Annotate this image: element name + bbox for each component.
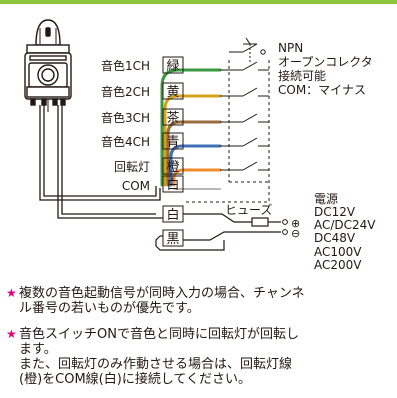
npn-title: NPN — [278, 41, 303, 55]
power-line-1: DC12V — [314, 205, 356, 219]
wire-label-brown: 茶 — [166, 110, 179, 126]
channel-label-3: 音色3CH — [101, 110, 150, 125]
star-icon: ★ — [6, 327, 17, 341]
channel-label-4: 音色4CH — [101, 134, 150, 149]
fuse-label: ヒューズ — [225, 202, 272, 217]
wire-boxes — [162, 56, 184, 247]
wire-label-green: 緑 — [166, 59, 179, 74]
wire-label-yellow: 黄 — [166, 85, 179, 100]
power-title: 電源 — [314, 192, 338, 206]
top-accent-bar — [0, 0, 397, 4]
note-line: 音色スイッチONで音色と同時に回転灯が回転し — [19, 327, 299, 342]
note-line: ます。 — [19, 342, 57, 357]
minus-symbol: ⊖ — [291, 227, 300, 240]
npn-connectable: 接続可能 — [278, 68, 326, 83]
npn-com-minus: COM：マイナス — [278, 83, 366, 97]
wire-label-black-power: 黒 — [166, 232, 179, 247]
note-line: ル番号の若いものが優先です。 — [19, 301, 200, 316]
wire-label-blue: 青 — [166, 135, 179, 150]
note-line: (橙)をCOM線(白)に接続してください。 — [19, 372, 252, 387]
notes: ★ 複数の音色起動信号が同時入力の場合、チャンネ ル番号の若いものが優先です。 … — [6, 286, 394, 398]
power-line-4: AC100V — [314, 245, 362, 259]
power-line-3: DC48V — [314, 231, 356, 245]
plus-symbol: ⊕ — [291, 217, 300, 230]
switch-box — [186, 37, 270, 203]
plus-terminal-icon — [282, 219, 288, 225]
signal-tower-light-icon — [24, 19, 72, 112]
com-label: COM — [122, 179, 150, 193]
note-line: また、回転灯のみ作動させる場合は、回転灯線 — [19, 357, 293, 372]
wire-orange — [172, 168, 222, 187]
power-line-2: AC/DC24V — [314, 218, 376, 232]
wiring-diagram: 緑 黄 茶 青 橙 白 白 黒 音色1CH 音色2CH 音色3CH 音色4CH … — [24, 19, 376, 272]
wire-label-orange: 橙 — [166, 160, 179, 175]
rotating-light-label: 回転灯 — [114, 160, 150, 174]
note-line: 複数の音色起動信号が同時入力の場合、チャンネ — [19, 286, 305, 301]
main-cable — [39, 105, 161, 219]
note-priority: ★ 複数の音色起動信号が同時入力の場合、チャンネ ル番号の若いものが優先です。 — [6, 286, 394, 316]
power-line-5: AC200V — [314, 258, 362, 272]
minus-terminal-icon — [282, 229, 288, 235]
note-rotating-light: ★ 音色スイッチONで音色と同時に回転灯が回転し ます。 また、回転灯のみ作動さ… — [6, 327, 394, 387]
channel-label-1: 音色1CH — [101, 58, 150, 73]
wire-green — [160, 68, 222, 187]
wire-label-white-com: 白 — [166, 177, 179, 193]
channel-label-2: 音色2CH — [101, 84, 150, 99]
npn-open-collector: オープンコレクタ — [278, 55, 373, 69]
star-icon: ★ — [6, 286, 17, 300]
wire-label-white-power: 白 — [166, 207, 179, 223]
power-wiring — [155, 213, 281, 251]
